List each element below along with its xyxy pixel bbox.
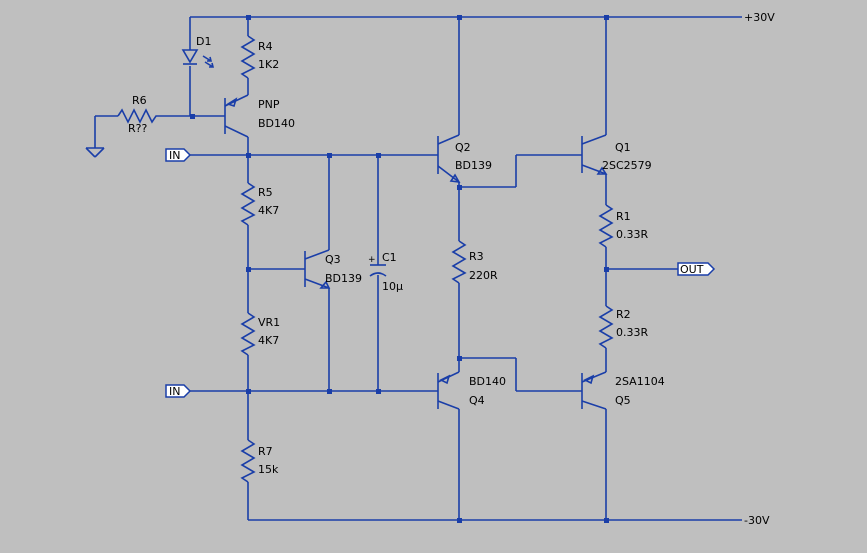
r6-value: R??	[128, 122, 147, 135]
transistor-q4	[437, 371, 460, 410]
q5-value: 2SA1104	[615, 375, 665, 388]
resistor-r6	[117, 108, 160, 124]
r1-value: 0.33R	[616, 228, 648, 241]
in-port-upper-label: IN	[169, 149, 180, 162]
q3-ref: Q3	[325, 253, 341, 266]
r1-ref: R1	[616, 210, 631, 223]
led-icon	[181, 49, 215, 68]
c1-plus-sign: +	[368, 255, 376, 265]
resistor-r5	[240, 182, 256, 226]
transistor-q3	[304, 249, 331, 289]
vr1-ref: VR1	[258, 316, 280, 329]
q2-value: BD139	[455, 159, 492, 172]
transistor-q1	[581, 134, 608, 175]
q1-ref: Q1	[615, 141, 631, 154]
resistor-r2	[598, 305, 614, 349]
pnp-ref: PNP	[258, 98, 280, 111]
r2-ref: R2	[616, 308, 631, 321]
r4-ref: R4	[258, 40, 273, 53]
vr1-value: 4K7	[258, 334, 279, 347]
r7-value: 15k	[258, 463, 279, 476]
r5-value: 4K7	[258, 204, 279, 217]
r3-value: 220R	[469, 269, 498, 282]
transistor-q5	[581, 371, 607, 410]
resistor-vr1	[240, 312, 256, 356]
r2-value: 0.33R	[616, 326, 648, 339]
q3-value: BD139	[325, 272, 362, 285]
resistor-r7	[240, 439, 256, 483]
r3-ref: R3	[469, 250, 484, 263]
r4-value: 1K2	[258, 58, 279, 71]
in-port-lower[interactable]: IN	[165, 384, 192, 398]
transistor-pnp-bd140	[224, 94, 249, 138]
positive-rail-label: +30V	[744, 11, 775, 24]
resistor-r4	[240, 35, 256, 79]
r5-ref: R5	[258, 186, 273, 199]
ground-icon	[85, 147, 105, 158]
wires	[94, 16, 742, 521]
transistor-q2	[437, 134, 461, 183]
junction-dots	[190, 15, 609, 523]
d1-ref: D1	[196, 35, 211, 48]
negative-rail-label: -30V	[744, 514, 770, 527]
q4-value: BD140	[469, 375, 506, 388]
q1-value: 2SC2579	[602, 159, 652, 172]
resistor-r1	[598, 204, 614, 248]
q5-ref: Q5	[615, 394, 631, 407]
in-port-upper[interactable]: IN	[165, 148, 192, 162]
r7-ref: R7	[258, 445, 273, 458]
capacitor-c1: +	[368, 255, 387, 277]
out-port-label: OUT	[680, 263, 704, 276]
c1-value: 10µ	[382, 280, 403, 293]
q4-ref: Q4	[469, 394, 485, 407]
r6-ref: R6	[132, 94, 147, 107]
out-port[interactable]: OUT	[677, 262, 716, 276]
c1-ref: C1	[382, 251, 397, 264]
resistor-r3	[451, 240, 467, 284]
pnp-value: BD140	[258, 117, 295, 130]
in-port-lower-label: IN	[169, 385, 180, 398]
q2-ref: Q2	[455, 141, 471, 154]
